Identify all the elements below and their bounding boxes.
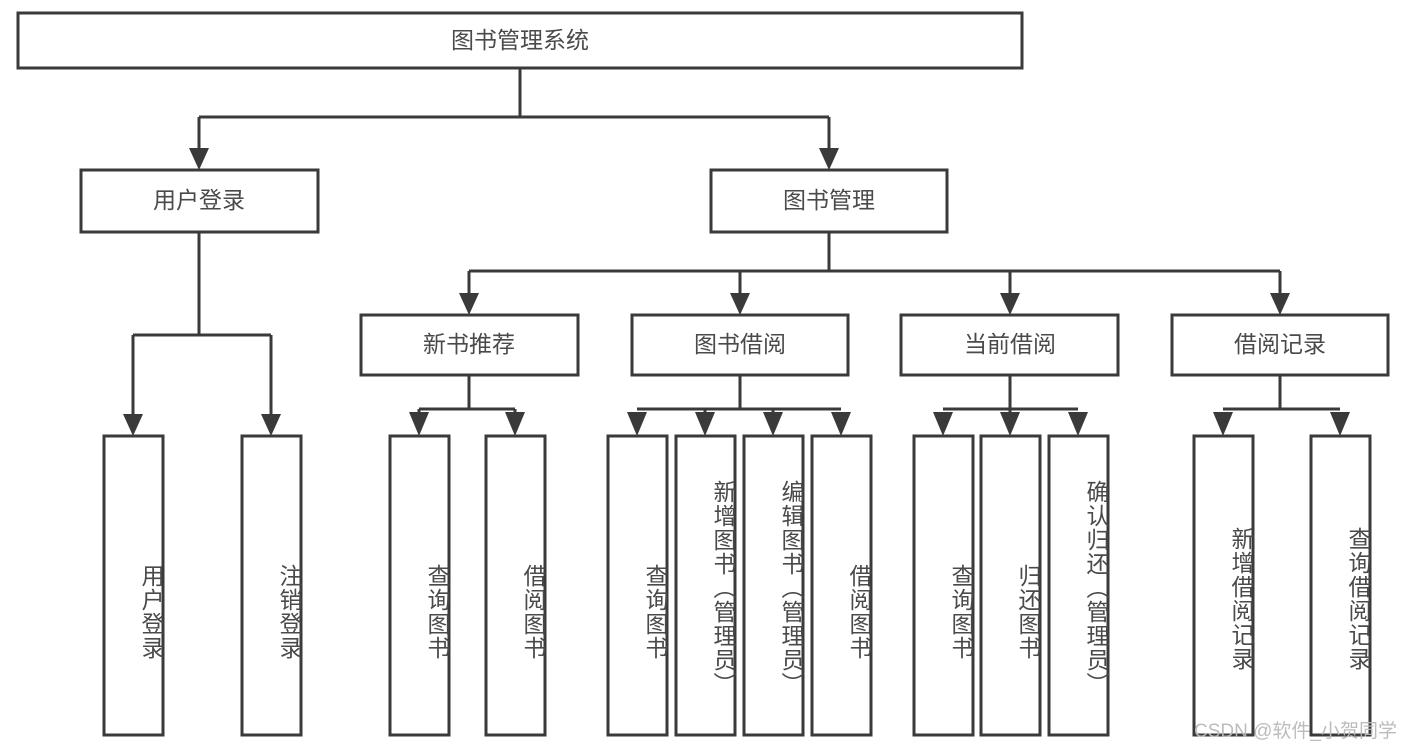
arrow-head-user-login-leaf-2 [261, 414, 281, 436]
edge-group-new-book [409, 375, 525, 436]
arrow-head-cb-leaf-3 [1068, 412, 1088, 436]
arrow-head-borrow-record [1270, 293, 1290, 315]
label-borrow-record: 借阅记录 [1234, 331, 1326, 357]
node-box-leaf-book-borrow-1[interactable] [606, 434, 669, 737]
node-box-user-login[interactable] [79, 168, 320, 234]
arrow-head-bb-leaf-3 [763, 412, 783, 436]
label-book-borrow: 图书借阅 [694, 331, 786, 357]
arrow-head-book-mgmt [819, 148, 839, 170]
arrow-head-bb-leaf-2 [695, 412, 715, 436]
arrow-head-br-leaf-2 [1330, 412, 1350, 436]
node-box-leaf-current-borrow-1[interactable] [912, 434, 975, 737]
arrow-head-new-book-leaf-1 [409, 412, 429, 436]
node-box-leaf-book-borrow-2[interactable] [674, 434, 737, 737]
arrow-head-bb-leaf-4 [831, 412, 851, 436]
node-box-leaf-current-borrow-2[interactable] [979, 434, 1042, 737]
node-box-leaf-new-book-2[interactable] [484, 434, 547, 737]
arrow-head-new-book [459, 293, 479, 315]
node-box-leaf-book-borrow-4[interactable] [810, 434, 873, 737]
node-box-current-borrow[interactable] [899, 313, 1120, 377]
edge-group-book-mgmt [459, 232, 1290, 315]
label-user-login: 用户登录 [153, 187, 245, 213]
arrow-head-new-book-leaf-2 [505, 412, 525, 436]
label-current-borrow: 当前借阅 [964, 331, 1056, 357]
node-box-borrow-record[interactable] [1170, 313, 1390, 377]
node-box-root[interactable] [16, 11, 1024, 70]
arrow-head-cb-leaf-1 [933, 412, 953, 436]
edge-group-book-borrow [627, 375, 851, 436]
arrow-head-user-login-leaf-1 [123, 414, 143, 436]
node-box-new-book[interactable] [359, 313, 580, 377]
node-box-leaf-user-login-1[interactable] [102, 434, 165, 737]
edge-group-user-login [123, 232, 281, 436]
label-new-book: 新书推荐 [423, 331, 515, 357]
node-box-leaf-borrow-record-1[interactable] [1192, 434, 1255, 737]
node-box-leaf-book-borrow-3[interactable] [742, 434, 805, 737]
edge-group-borrow-record [1213, 375, 1350, 436]
node-box-book-mgmt[interactable] [709, 168, 949, 234]
node-box-leaf-user-login-2[interactable] [240, 434, 303, 737]
watermark-text: CSDN @软件_小贺同学 [1194, 721, 1397, 742]
node-box-leaf-borrow-record-2[interactable] [1309, 434, 1372, 737]
node-box-book-borrow[interactable] [630, 313, 850, 377]
label-root: 图书管理系统 [451, 27, 589, 53]
arrow-head-user-login [189, 148, 209, 170]
node-box-leaf-new-book-1[interactable] [388, 434, 451, 737]
arrow-head-cb-leaf-2 [1000, 412, 1020, 436]
edge-group-current-borrow [933, 375, 1088, 436]
edge-group-root [189, 68, 839, 170]
arrow-head-book-borrow [730, 293, 750, 315]
arrow-head-br-leaf-1 [1213, 412, 1233, 436]
node-box-leaf-current-borrow-3[interactable] [1047, 434, 1110, 737]
arrow-head-bb-leaf-1 [627, 412, 647, 436]
label-book-mgmt: 图书管理 [783, 187, 875, 213]
arrow-head-current-borrow [1000, 293, 1020, 315]
